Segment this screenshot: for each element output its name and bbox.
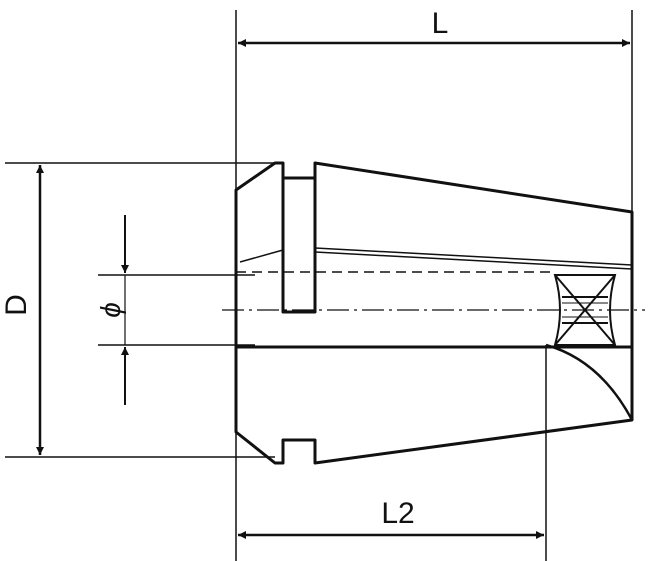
label-L: L bbox=[432, 7, 449, 40]
collet-body bbox=[234, 161, 634, 465]
label-D: D bbox=[0, 294, 33, 316]
hex-socket bbox=[553, 274, 617, 346]
extension-lines bbox=[5, 10, 633, 561]
label-L2: L2 bbox=[381, 497, 414, 530]
label-bore-diameter: ϕ bbox=[95, 302, 126, 318]
bore-lines bbox=[236, 247, 633, 273]
